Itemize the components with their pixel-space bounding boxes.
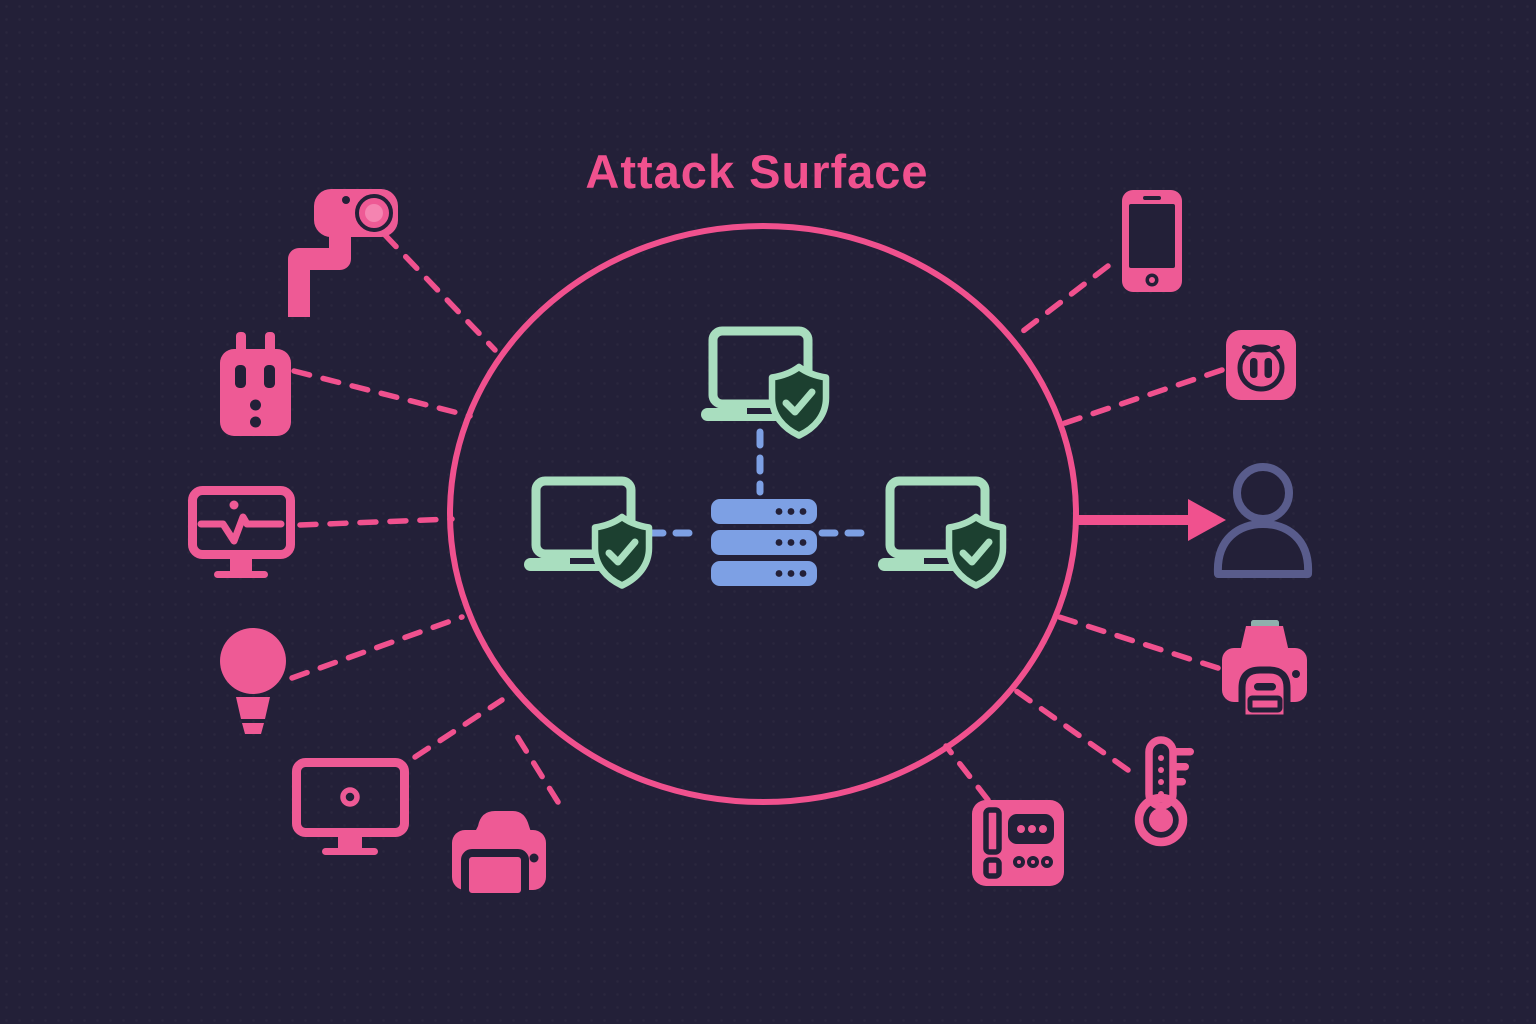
smart-tv-icon (292, 758, 409, 855)
power-outlet-icon (1226, 330, 1296, 400)
smartphone-icon (1122, 190, 1182, 292)
link-light-bulb (289, 614, 465, 681)
protected-laptop-top (701, 331, 826, 436)
internal-links (646, 428, 876, 537)
desk-phone-icon (972, 800, 1064, 886)
protected-laptop-left (524, 481, 649, 586)
thermometer-icon (1134, 736, 1194, 847)
link-desk-phone (943, 743, 991, 803)
link-power-outlet (1059, 367, 1225, 427)
external-links (289, 232, 1225, 805)
page-title: Attack Surface (585, 145, 928, 198)
link-smart-tv (412, 697, 505, 760)
protected-laptop-right (878, 481, 1003, 586)
server-icon (711, 499, 817, 586)
link-smart-plug (291, 368, 473, 419)
security-camera-icon (288, 189, 398, 317)
perimeter-circle (447, 223, 1079, 805)
printer-icon-right (1222, 620, 1307, 722)
breach-arrow (1076, 499, 1226, 541)
link-security-camera (382, 232, 498, 353)
laptop-shield-icon (524, 481, 649, 586)
link-thermometer (1009, 685, 1131, 773)
smart-plug-icon (220, 332, 291, 436)
laptop-shield-icon (701, 331, 826, 436)
laptop-shield-icon (878, 481, 1003, 586)
link-health-monitor (297, 516, 455, 528)
link-printer-right (1053, 613, 1221, 671)
link-smartphone (1011, 263, 1111, 341)
link-printer-bottom (512, 730, 561, 805)
light-bulb-icon (220, 628, 286, 734)
user-icon (1213, 463, 1313, 578)
printer-icon-bottom-left (452, 811, 546, 901)
health-monitor-icon (188, 486, 295, 578)
